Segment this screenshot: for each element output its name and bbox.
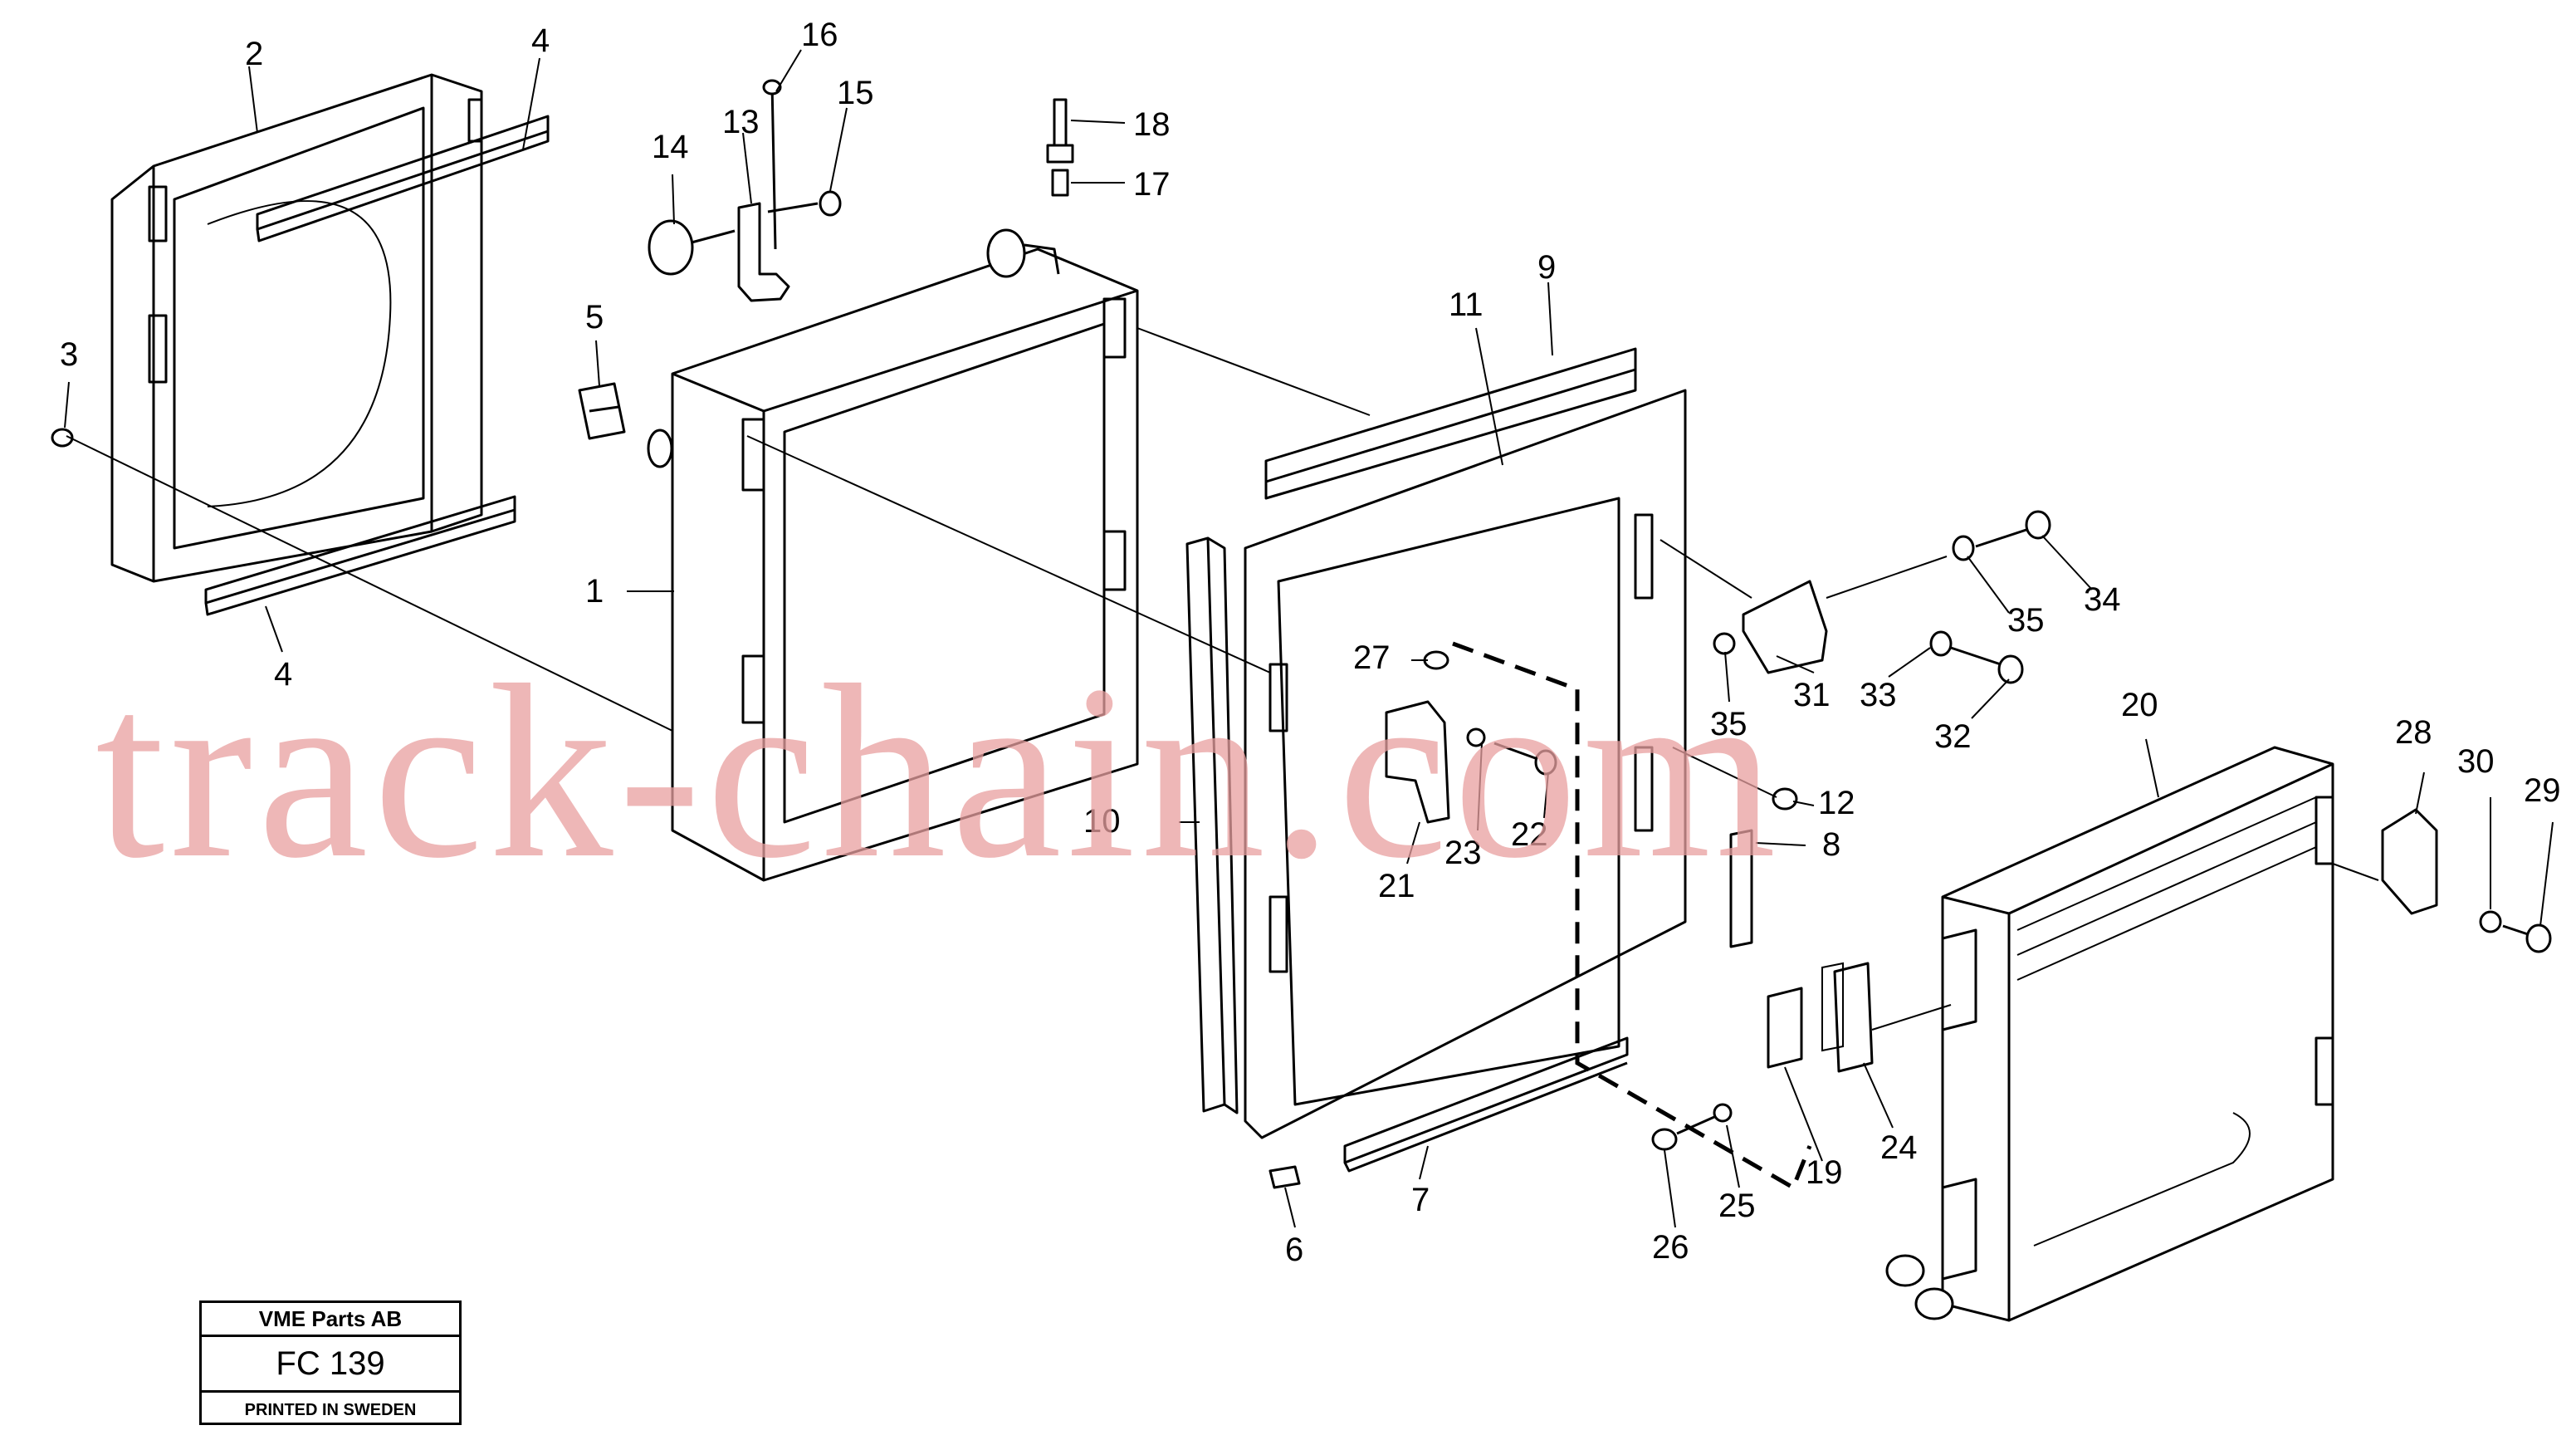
- callout-8: 8: [1822, 826, 1840, 863]
- seal-strip-top-part: [256, 115, 550, 242]
- callout-1: 1: [585, 573, 604, 610]
- clip-part: [578, 382, 626, 440]
- title-company: VME Parts AB: [202, 1303, 459, 1337]
- callout-20: 20: [2121, 687, 2158, 723]
- callout-23: 23: [1444, 835, 1482, 871]
- callout-27: 27: [1353, 639, 1391, 676]
- oil-cooler-part: [1885, 746, 2334, 1322]
- hinge-21-part: [1385, 650, 1557, 824]
- hinge-24-part: [1651, 962, 1874, 1151]
- mount-stud-part: [986, 98, 1074, 278]
- rubber-block-part: [1268, 1165, 1301, 1189]
- title-block: VME Parts AB FC 139 PRINTED IN SWEDEN: [199, 1300, 462, 1425]
- radiator-frame-part: [647, 247, 1139, 882]
- callout-6: 6: [1285, 1232, 1303, 1268]
- connection-lines: [66, 327, 2379, 1031]
- callout-4-bottom: 4: [274, 656, 292, 693]
- seal-strip-bottom-part: [204, 495, 516, 616]
- callout-24: 24: [1880, 1129, 1918, 1166]
- callout-5: 5: [585, 299, 604, 336]
- callout-12: 12: [1818, 785, 1855, 821]
- callout-22: 22: [1511, 816, 1548, 853]
- dashed-outline: [1452, 641, 1812, 1191]
- bracket-31-part: [1713, 510, 2051, 684]
- callout-13: 13: [722, 104, 760, 140]
- fan-shroud-part: [110, 73, 483, 583]
- callout-7: 7: [1411, 1182, 1430, 1218]
- bottom-rail-part: [1343, 1036, 1629, 1173]
- callout-11: 11: [1449, 287, 1484, 323]
- callout-15: 15: [837, 75, 874, 111]
- top-rail-part: [1264, 347, 1637, 500]
- callout-2: 2: [245, 36, 263, 72]
- callout-17: 17: [1133, 166, 1171, 203]
- callout-30: 30: [2457, 743, 2495, 780]
- callout-26: 26: [1652, 1229, 1689, 1266]
- callout-34: 34: [2084, 581, 2121, 618]
- callout-33: 33: [1860, 677, 1897, 713]
- bracket-28-part: [2381, 808, 2552, 953]
- callout-31: 31: [1793, 677, 1831, 713]
- spacer-part: [1729, 829, 1753, 948]
- callout-4-top: 4: [531, 22, 550, 59]
- bolt-12-part: [1772, 787, 1798, 811]
- callout-14: 14: [652, 129, 689, 165]
- title-figure-code: FC 139: [202, 1337, 459, 1393]
- cover-plate-part: [1244, 389, 1687, 1139]
- callout-25: 25: [1718, 1188, 1756, 1224]
- callout-35-top: 35: [2007, 602, 2045, 639]
- callout-19: 19: [1806, 1154, 1843, 1191]
- callout-leaders: [64, 49, 2554, 1228]
- callout-16: 16: [801, 17, 838, 53]
- callout-10: 10: [1083, 803, 1121, 840]
- callout-32: 32: [1934, 718, 1972, 755]
- bracket-assembly-part: [648, 79, 842, 302]
- side-strip-part: [1185, 536, 1239, 1114]
- watermark-text: track-chain.com: [95, 634, 1782, 909]
- title-printed: PRINTED IN SWEDEN: [244, 1401, 417, 1419]
- callout-3: 3: [60, 336, 78, 373]
- callout-29: 29: [2524, 772, 2561, 809]
- callout-9: 9: [1537, 249, 1556, 286]
- screw-part: [51, 428, 74, 448]
- callout-labels: 2 4 16 13 15 14 18 17 9 11 3 5 1 4 35 34…: [60, 17, 2561, 1268]
- callout-35-bottom: 35: [1710, 706, 1747, 742]
- callout-28: 28: [2395, 714, 2432, 751]
- callout-21: 21: [1378, 868, 1415, 904]
- callout-18: 18: [1133, 106, 1171, 143]
